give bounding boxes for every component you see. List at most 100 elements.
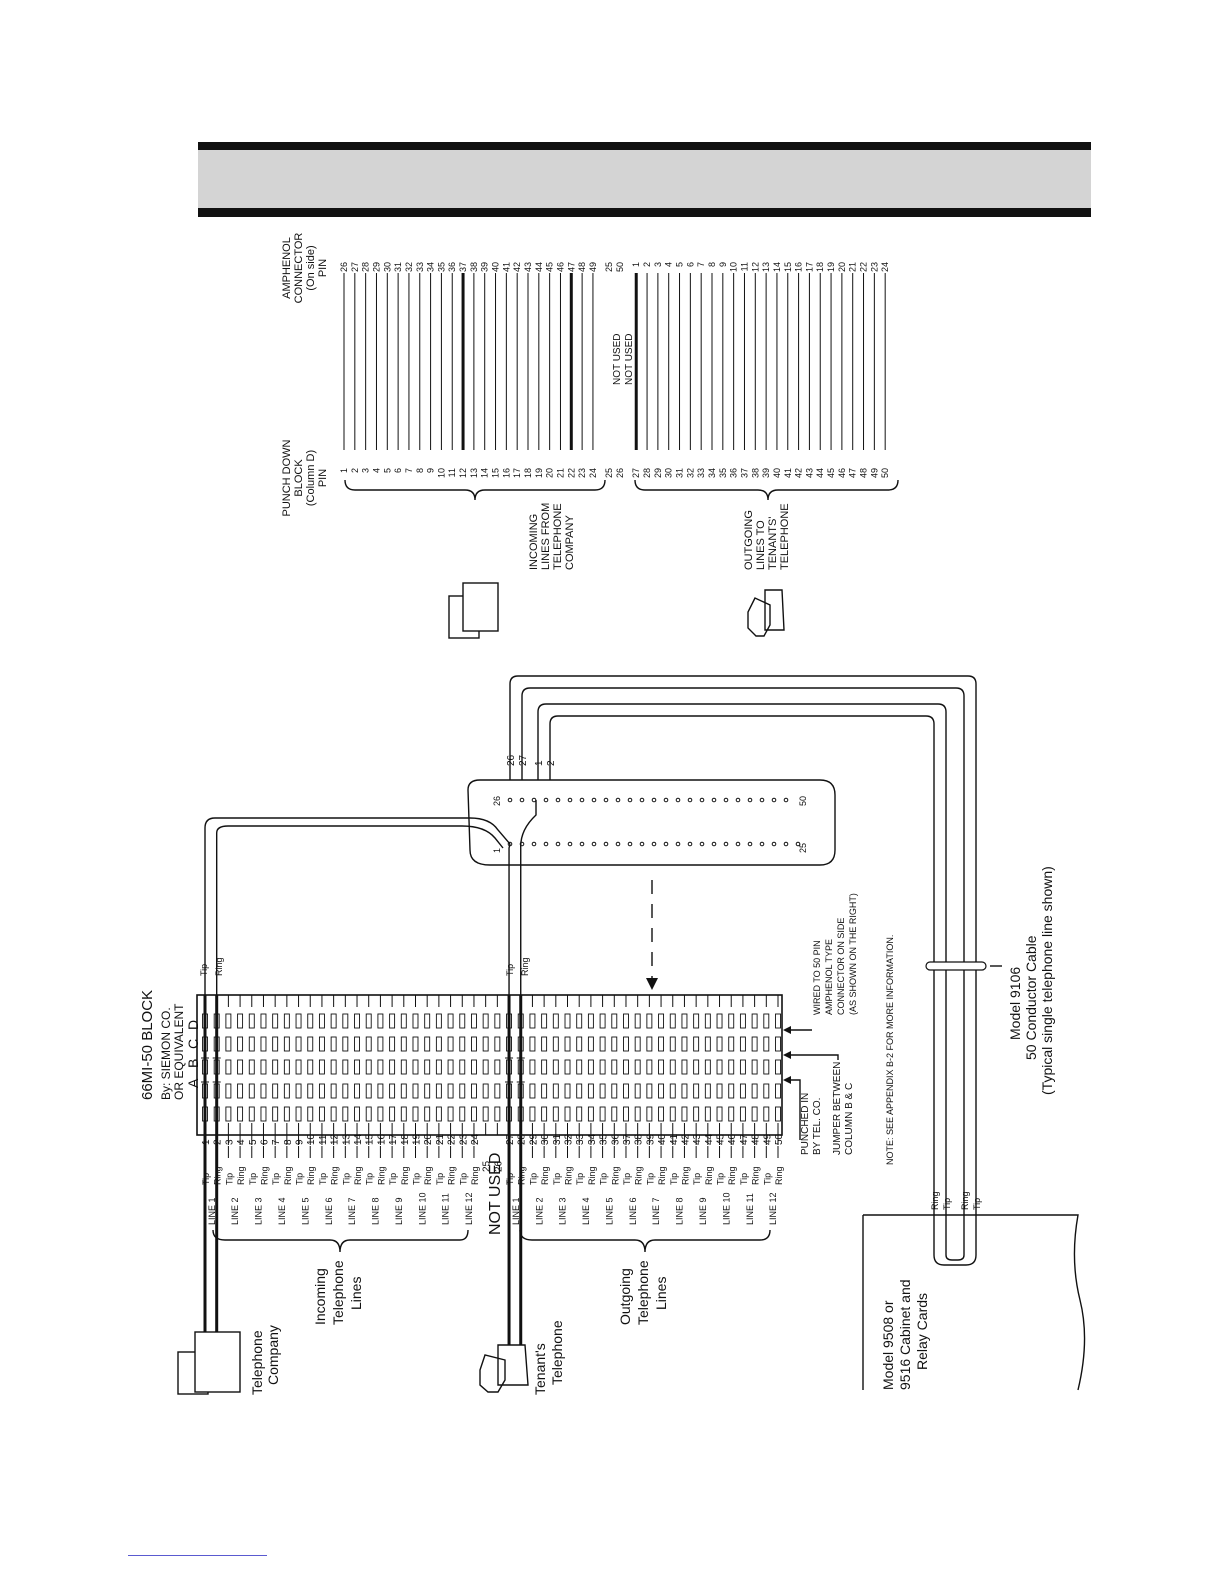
connector-top-pin-27: 27 bbox=[518, 754, 529, 766]
pin-number-21: 21 bbox=[435, 1133, 446, 1145]
block-clip bbox=[541, 1036, 548, 1052]
block-clip bbox=[283, 1036, 290, 1052]
connector-top-pin-2: 2 bbox=[546, 760, 557, 766]
block-clip bbox=[447, 1013, 454, 1029]
block-clip bbox=[435, 1106, 442, 1122]
block-clip bbox=[775, 1106, 781, 1122]
table-block-pin: 8 bbox=[415, 468, 425, 473]
cable-label: (Typical single telephone line shown) bbox=[1039, 866, 1055, 1095]
table-block-pin: 15 bbox=[491, 468, 501, 478]
block-clip bbox=[541, 1106, 548, 1122]
punch-down-block bbox=[196, 994, 783, 1136]
block-clip bbox=[623, 1036, 629, 1052]
block-clip bbox=[739, 1083, 746, 1099]
block-clip bbox=[459, 1083, 466, 1099]
block-clip bbox=[681, 1106, 688, 1122]
pin-number-37: 37 bbox=[622, 1133, 633, 1145]
connector-pin bbox=[603, 841, 609, 847]
table-block-pin: 24 bbox=[588, 468, 598, 478]
block-clip bbox=[424, 1083, 431, 1099]
pin-type-35: Tip bbox=[599, 1173, 609, 1185]
block-outline bbox=[196, 994, 783, 1136]
table-amphenol-pin: 30 bbox=[382, 262, 392, 272]
pin-number-9: 9 bbox=[295, 1139, 306, 1145]
table-block-pin: 2 bbox=[350, 468, 360, 473]
pin-type-43: Tip bbox=[692, 1173, 702, 1185]
note-text: NOTE: SEE APPENDIX B-2 FOR MORE INFORMAT… bbox=[885, 935, 895, 1165]
block-clip bbox=[389, 1083, 396, 1099]
pin-number-41: 41 bbox=[669, 1133, 680, 1145]
block-clip bbox=[646, 1013, 653, 1029]
block-clip bbox=[307, 1036, 314, 1052]
block-clip bbox=[529, 1106, 536, 1122]
pin-number-23: 23 bbox=[458, 1133, 469, 1145]
block-clip bbox=[447, 1036, 454, 1052]
block-clip bbox=[272, 1083, 279, 1099]
pin-number-13: 13 bbox=[341, 1133, 352, 1145]
table-block-pin: 42 bbox=[794, 468, 804, 478]
block-clip bbox=[342, 1083, 349, 1099]
block-clip bbox=[342, 1059, 349, 1075]
table-block-pin: 28 bbox=[642, 468, 652, 478]
outgoing-line-label: LINE 2 bbox=[534, 1197, 544, 1225]
pin-number-39: 39 bbox=[645, 1133, 656, 1145]
pin-type-41: Tip bbox=[669, 1173, 679, 1185]
connector-pin bbox=[579, 797, 585, 803]
block-clip bbox=[459, 1106, 466, 1122]
block-clip bbox=[552, 1083, 559, 1099]
pin-number-10: 10 bbox=[306, 1133, 317, 1145]
pin-type-46: Ring bbox=[727, 1166, 737, 1185]
block-clip bbox=[424, 1106, 431, 1122]
telephone-icon bbox=[747, 589, 785, 637]
connector-pin bbox=[783, 841, 789, 847]
block-clip bbox=[447, 1083, 454, 1099]
block-clip bbox=[751, 1036, 758, 1052]
block-clip bbox=[459, 1036, 466, 1052]
block-clip bbox=[318, 1036, 325, 1052]
pin-number-40: 40 bbox=[657, 1133, 668, 1145]
not-used-label: NOT USED bbox=[487, 1153, 504, 1235]
block-clip bbox=[763, 1106, 770, 1122]
connector-pin bbox=[795, 841, 801, 847]
block-clip bbox=[704, 1106, 711, 1122]
table-block-pin: 29 bbox=[653, 468, 663, 478]
block-clip bbox=[295, 1036, 302, 1052]
block-clip bbox=[669, 1013, 676, 1029]
pin-number-30: 30 bbox=[540, 1133, 551, 1145]
table-block-pin: 27 bbox=[631, 468, 641, 478]
table-amphenol-pin: 47 bbox=[566, 262, 576, 272]
connector-pin bbox=[639, 841, 645, 847]
table-amphenol-pin: 50 bbox=[615, 262, 625, 272]
arrowhead bbox=[783, 1026, 791, 1034]
outgoing-group-label: OUTGOING bbox=[743, 510, 755, 570]
table-block-pin: 43 bbox=[804, 468, 814, 478]
pin-type-37: Tip bbox=[622, 1173, 632, 1185]
block-clip bbox=[412, 1036, 419, 1052]
connector-pin bbox=[519, 797, 525, 803]
block-clip bbox=[728, 1059, 735, 1075]
table-amphenol-pin: 17 bbox=[804, 262, 814, 272]
table-block-pin: 41 bbox=[783, 468, 793, 478]
pin-number-42: 42 bbox=[680, 1133, 691, 1145]
incoming-line-label: LINE 8 bbox=[371, 1197, 381, 1225]
table-amphenol-pin: 4 bbox=[664, 262, 674, 267]
pin-type-20: Ring bbox=[423, 1166, 433, 1185]
cable-conductor bbox=[521, 687, 965, 1255]
pin-number-18: 18 bbox=[400, 1133, 411, 1145]
pin-number-16: 16 bbox=[376, 1133, 387, 1145]
table-amphenol-pin: 14 bbox=[772, 262, 782, 272]
table-header-block: PIN bbox=[317, 469, 329, 487]
cabinet-loop bbox=[933, 1254, 977, 1266]
connector-pin bbox=[555, 797, 561, 803]
connector-pin bbox=[723, 797, 729, 803]
pin-number-50: 50 bbox=[774, 1133, 785, 1145]
table-block-pin: 6 bbox=[393, 468, 403, 473]
block-clip bbox=[307, 1106, 314, 1122]
block-clip bbox=[365, 1106, 372, 1122]
connector-pin bbox=[531, 797, 537, 803]
incoming-caption: Incoming bbox=[312, 1268, 328, 1325]
table-block-pin: 38 bbox=[750, 468, 760, 478]
incoming-group-label: COMPANY bbox=[564, 515, 576, 570]
connector-pin bbox=[747, 841, 753, 847]
table-block-pin: 26 bbox=[615, 468, 625, 478]
